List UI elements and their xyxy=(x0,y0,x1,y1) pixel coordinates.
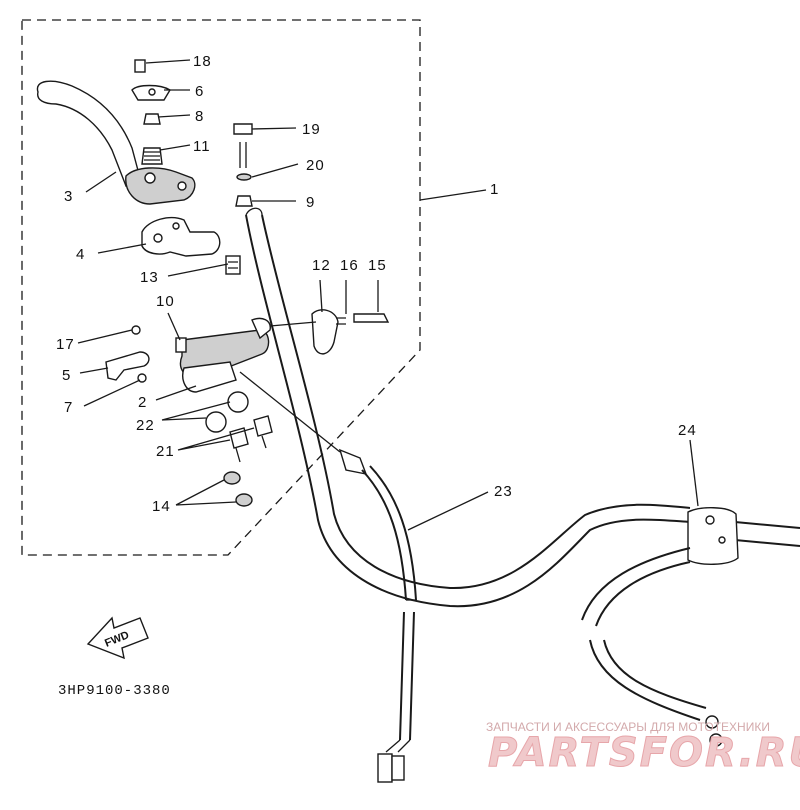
callout-5: 5 xyxy=(62,367,71,384)
callout-8: 8 xyxy=(195,108,204,125)
diagram-code: 3HP9100-3380 xyxy=(58,683,171,699)
callout-20: 20 xyxy=(306,157,325,174)
leader-lines xyxy=(77,59,699,531)
callout-1: 1 xyxy=(490,181,499,198)
perch-assembly xyxy=(105,255,390,393)
callout-21: 21 xyxy=(156,443,175,460)
callout-19: 19 xyxy=(302,121,321,138)
callout-16: 16 xyxy=(340,257,359,274)
callout-15: 15 xyxy=(368,257,387,274)
callout-7: 7 xyxy=(64,399,73,416)
watermark: ЗАПЧАСТИ И АКСЕССУАРЫ ДЛЯ МОТОТЕХНИКИ PA… xyxy=(486,720,800,777)
callout-13: 13 xyxy=(140,269,159,286)
callout-23: 23 xyxy=(494,483,513,500)
callout-3: 3 xyxy=(64,188,73,205)
callout-4: 4 xyxy=(76,246,85,263)
callout-22: 22 xyxy=(136,417,155,434)
fasteners xyxy=(205,391,273,507)
small-parts-upper-left xyxy=(131,59,171,165)
watermark-tagline: ЗАПЧАСТИ И АКСЕССУАРЫ ДЛЯ МОТОТЕХНИКИ xyxy=(486,720,770,734)
callout-24: 24 xyxy=(678,422,697,439)
small-parts-upper-center xyxy=(233,123,253,207)
clutch-switch-lead xyxy=(239,371,417,783)
callout-18: 18 xyxy=(193,53,212,70)
callout-6: 6 xyxy=(195,83,204,100)
lever-bracket xyxy=(141,216,221,257)
clutch-lever xyxy=(36,80,196,205)
watermark-brand: PARTSFOR.RU xyxy=(488,730,800,776)
fwd-arrow: FWD xyxy=(86,616,149,660)
callout-10: 10 xyxy=(156,293,175,310)
assembly-boundary xyxy=(21,19,421,556)
callout-14: 14 xyxy=(152,498,171,515)
callout-17: 17 xyxy=(56,336,75,353)
callout-12: 12 xyxy=(312,257,331,274)
handlebar-switch xyxy=(581,507,739,747)
callout-2: 2 xyxy=(138,394,147,411)
callout-labels: 18 6 8 11 3 19 20 9 1 4 13 12 16 15 10 1… xyxy=(56,53,697,515)
callout-11: 11 xyxy=(193,138,211,155)
callout-9: 9 xyxy=(306,194,315,211)
